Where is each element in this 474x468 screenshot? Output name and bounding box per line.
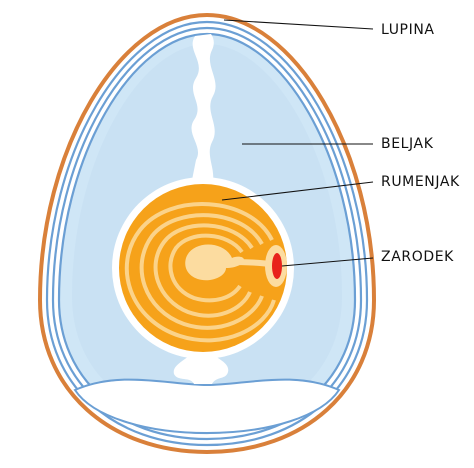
middle-membrane	[51, 26, 363, 441]
label-shell: LUPINA	[381, 22, 435, 38]
label-yolk: RUMENJAK	[381, 174, 460, 190]
air-cell	[73, 378, 341, 435]
label-albumen: BELJAK	[381, 136, 434, 152]
leader-line-yolk	[221, 181, 374, 201]
yolk-rings	[124, 202, 276, 343]
chalaza-upper	[191, 34, 216, 185]
leader-line-shell	[223, 19, 374, 30]
label-embryo: ZARODEK	[381, 249, 454, 265]
latebra	[185, 244, 244, 281]
embryo	[272, 253, 282, 279]
chalaza-lower	[173, 355, 229, 384]
leader-line-embryo	[281, 257, 374, 267]
outer-membrane	[45, 20, 369, 447]
latebra-neck	[223, 259, 273, 267]
